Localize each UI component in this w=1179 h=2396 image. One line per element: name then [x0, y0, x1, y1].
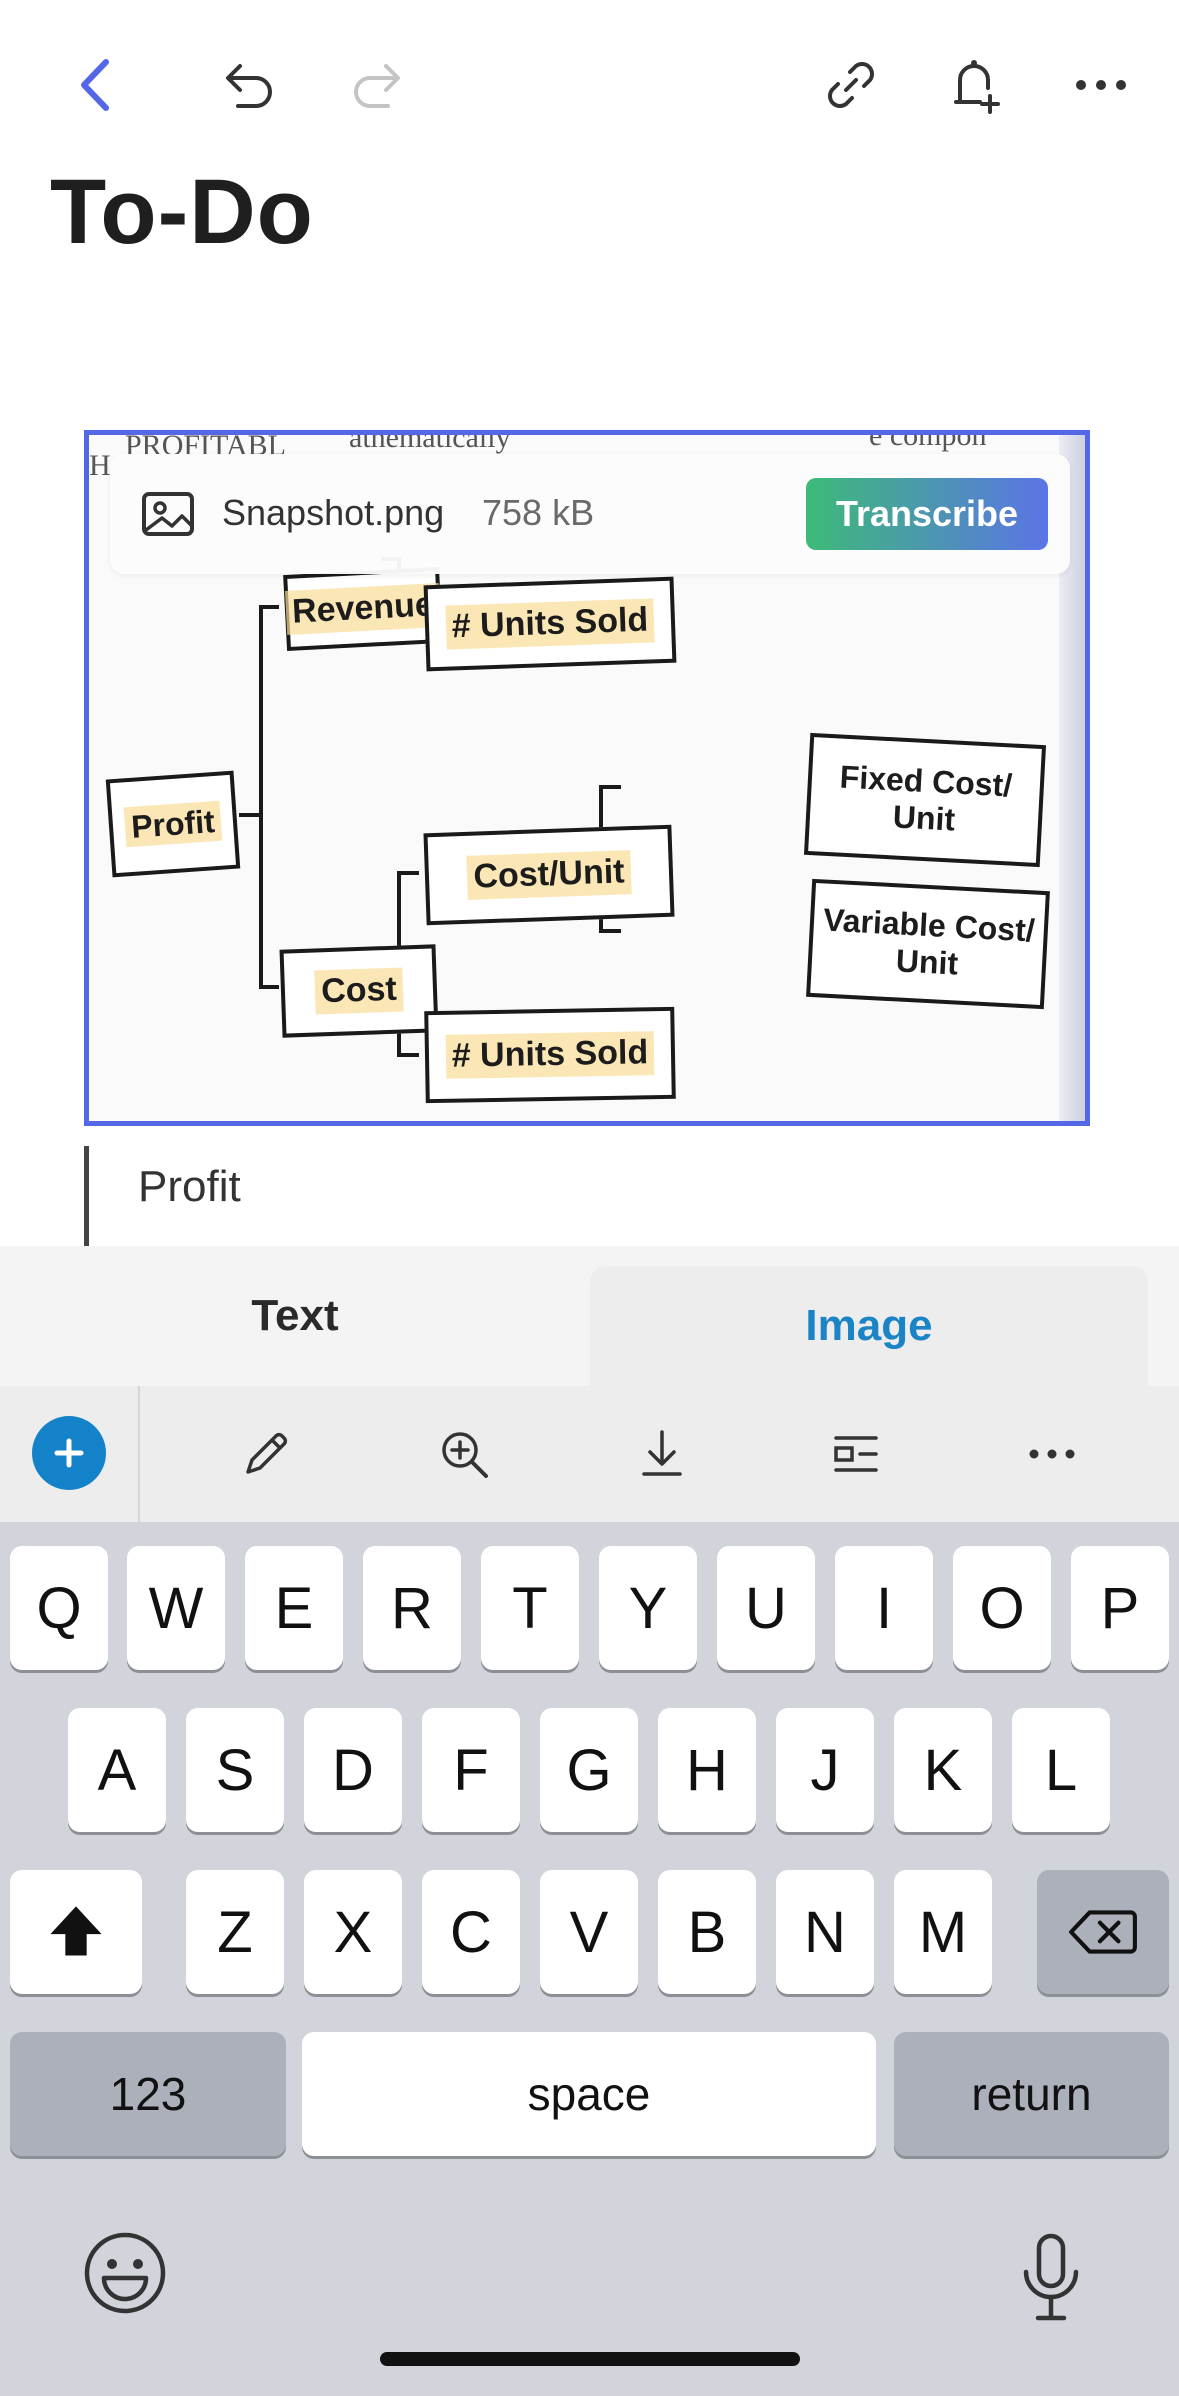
key-z[interactable]: Z: [186, 1870, 284, 1994]
bell-plus-icon: [954, 60, 1000, 114]
emoji-button[interactable]: [80, 2228, 170, 2318]
key-r[interactable]: R: [363, 1546, 461, 1670]
key-a[interactable]: A: [68, 1708, 166, 1832]
emoji-icon: [84, 2232, 166, 2314]
numbers-key[interactable]: 123: [10, 2032, 286, 2156]
transcribe-button[interactable]: Transcribe: [806, 478, 1048, 550]
key-n[interactable]: N: [776, 1870, 874, 1994]
key-d[interactable]: D: [304, 1708, 402, 1832]
software-keyboard: Q W E R T Y U I O P A S D F G H J K L Z …: [0, 1522, 1179, 2396]
key-k[interactable]: K: [894, 1708, 992, 1832]
diagram-box-variable-cost: Variable Cost/Unit: [806, 878, 1050, 1010]
blockquote-text[interactable]: Profit: [138, 1162, 241, 1211]
image-icon: [142, 492, 194, 536]
diagram-box-units-sold-top: # Units Sold: [423, 576, 677, 672]
zoom-in-icon: [442, 1432, 488, 1478]
key-i[interactable]: I: [835, 1546, 933, 1670]
more-options-button[interactable]: [1056, 40, 1146, 130]
diagram-box-cost: Cost: [279, 944, 439, 1038]
return-key[interactable]: return: [894, 2032, 1169, 2156]
diagram-box-revenue: Revenue: [283, 566, 443, 652]
ellipsis-icon: [1076, 80, 1126, 90]
key-o[interactable]: O: [953, 1546, 1051, 1670]
chevron-left-icon: [81, 59, 109, 111]
diagram-box-cost-unit: Cost/Unit: [423, 824, 675, 926]
attachment-info-bar: Snapshot.png 758 kB Transcribe: [110, 454, 1070, 574]
diagram-box-fixed-cost: Fixed Cost/Unit: [803, 732, 1047, 868]
link-icon: [828, 62, 874, 108]
zoom-button[interactable]: [424, 1414, 504, 1494]
key-u[interactable]: U: [717, 1546, 815, 1670]
file-name: Snapshot.png: [222, 492, 445, 533]
editor-tab-strip: Text Image: [0, 1246, 1179, 1386]
key-p[interactable]: P: [1071, 1546, 1169, 1670]
key-f[interactable]: F: [422, 1708, 520, 1832]
key-t[interactable]: T: [481, 1546, 579, 1670]
key-c[interactable]: C: [422, 1870, 520, 1994]
add-button[interactable]: [32, 1416, 106, 1490]
key-m[interactable]: M: [894, 1870, 992, 1994]
tab-text[interactable]: Text: [0, 1246, 590, 1386]
space-key[interactable]: space: [302, 2032, 876, 2156]
backspace-icon: [1069, 1910, 1137, 1954]
key-l[interactable]: L: [1012, 1708, 1110, 1832]
key-y[interactable]: Y: [599, 1546, 697, 1670]
key-b[interactable]: B: [658, 1870, 756, 1994]
layout-icon: [834, 1436, 878, 1472]
diagram-box-profit: Profit: [105, 770, 241, 878]
undo-button[interactable]: [202, 40, 292, 130]
diagram-box-units-sold-bottom: # Units Sold: [424, 1006, 676, 1104]
shift-key[interactable]: [10, 1870, 142, 1994]
add-reminder-button[interactable]: [930, 40, 1020, 130]
plus-icon: [54, 1438, 84, 1468]
key-v[interactable]: V: [540, 1870, 638, 1994]
page-title: To-Do: [50, 161, 314, 263]
toolbar-more-button[interactable]: [1012, 1414, 1092, 1494]
file-size: 758 kB: [482, 492, 595, 533]
redo-icon: [354, 64, 400, 108]
scan-fragment: athematically: [349, 430, 511, 454]
key-g[interactable]: G: [540, 1708, 638, 1832]
shift-icon: [50, 1906, 102, 1956]
pencil-icon: [246, 1432, 288, 1474]
image-layout-button[interactable]: [816, 1414, 896, 1494]
download-button[interactable]: [622, 1414, 702, 1494]
scan-fragment: H: [89, 449, 111, 482]
ellipsis-icon: [1029, 1449, 1075, 1459]
undo-icon: [226, 64, 272, 108]
home-indicator: [380, 2352, 800, 2366]
microphone-icon: [1023, 2233, 1079, 2321]
back-button[interactable]: [52, 40, 142, 130]
tab-image[interactable]: Image: [590, 1266, 1148, 1386]
scan-fragment: e compon: [869, 430, 987, 452]
dictation-button[interactable]: [1006, 2228, 1096, 2328]
key-s[interactable]: S: [186, 1708, 284, 1832]
toolbar-divider: [138, 1386, 140, 1522]
redo-button[interactable]: [334, 40, 424, 130]
key-h[interactable]: H: [658, 1708, 756, 1832]
blockquote-bar: [84, 1146, 89, 1246]
key-j[interactable]: J: [776, 1708, 874, 1832]
key-w[interactable]: W: [127, 1546, 225, 1670]
image-toolbar: [0, 1386, 1179, 1522]
delete-key[interactable]: [1037, 1870, 1169, 1994]
download-icon: [642, 1430, 682, 1476]
key-e[interactable]: E: [245, 1546, 343, 1670]
key-x[interactable]: X: [304, 1870, 402, 1994]
link-button[interactable]: [806, 40, 896, 130]
key-q[interactable]: Q: [10, 1546, 108, 1670]
edit-image-button[interactable]: [226, 1414, 306, 1494]
